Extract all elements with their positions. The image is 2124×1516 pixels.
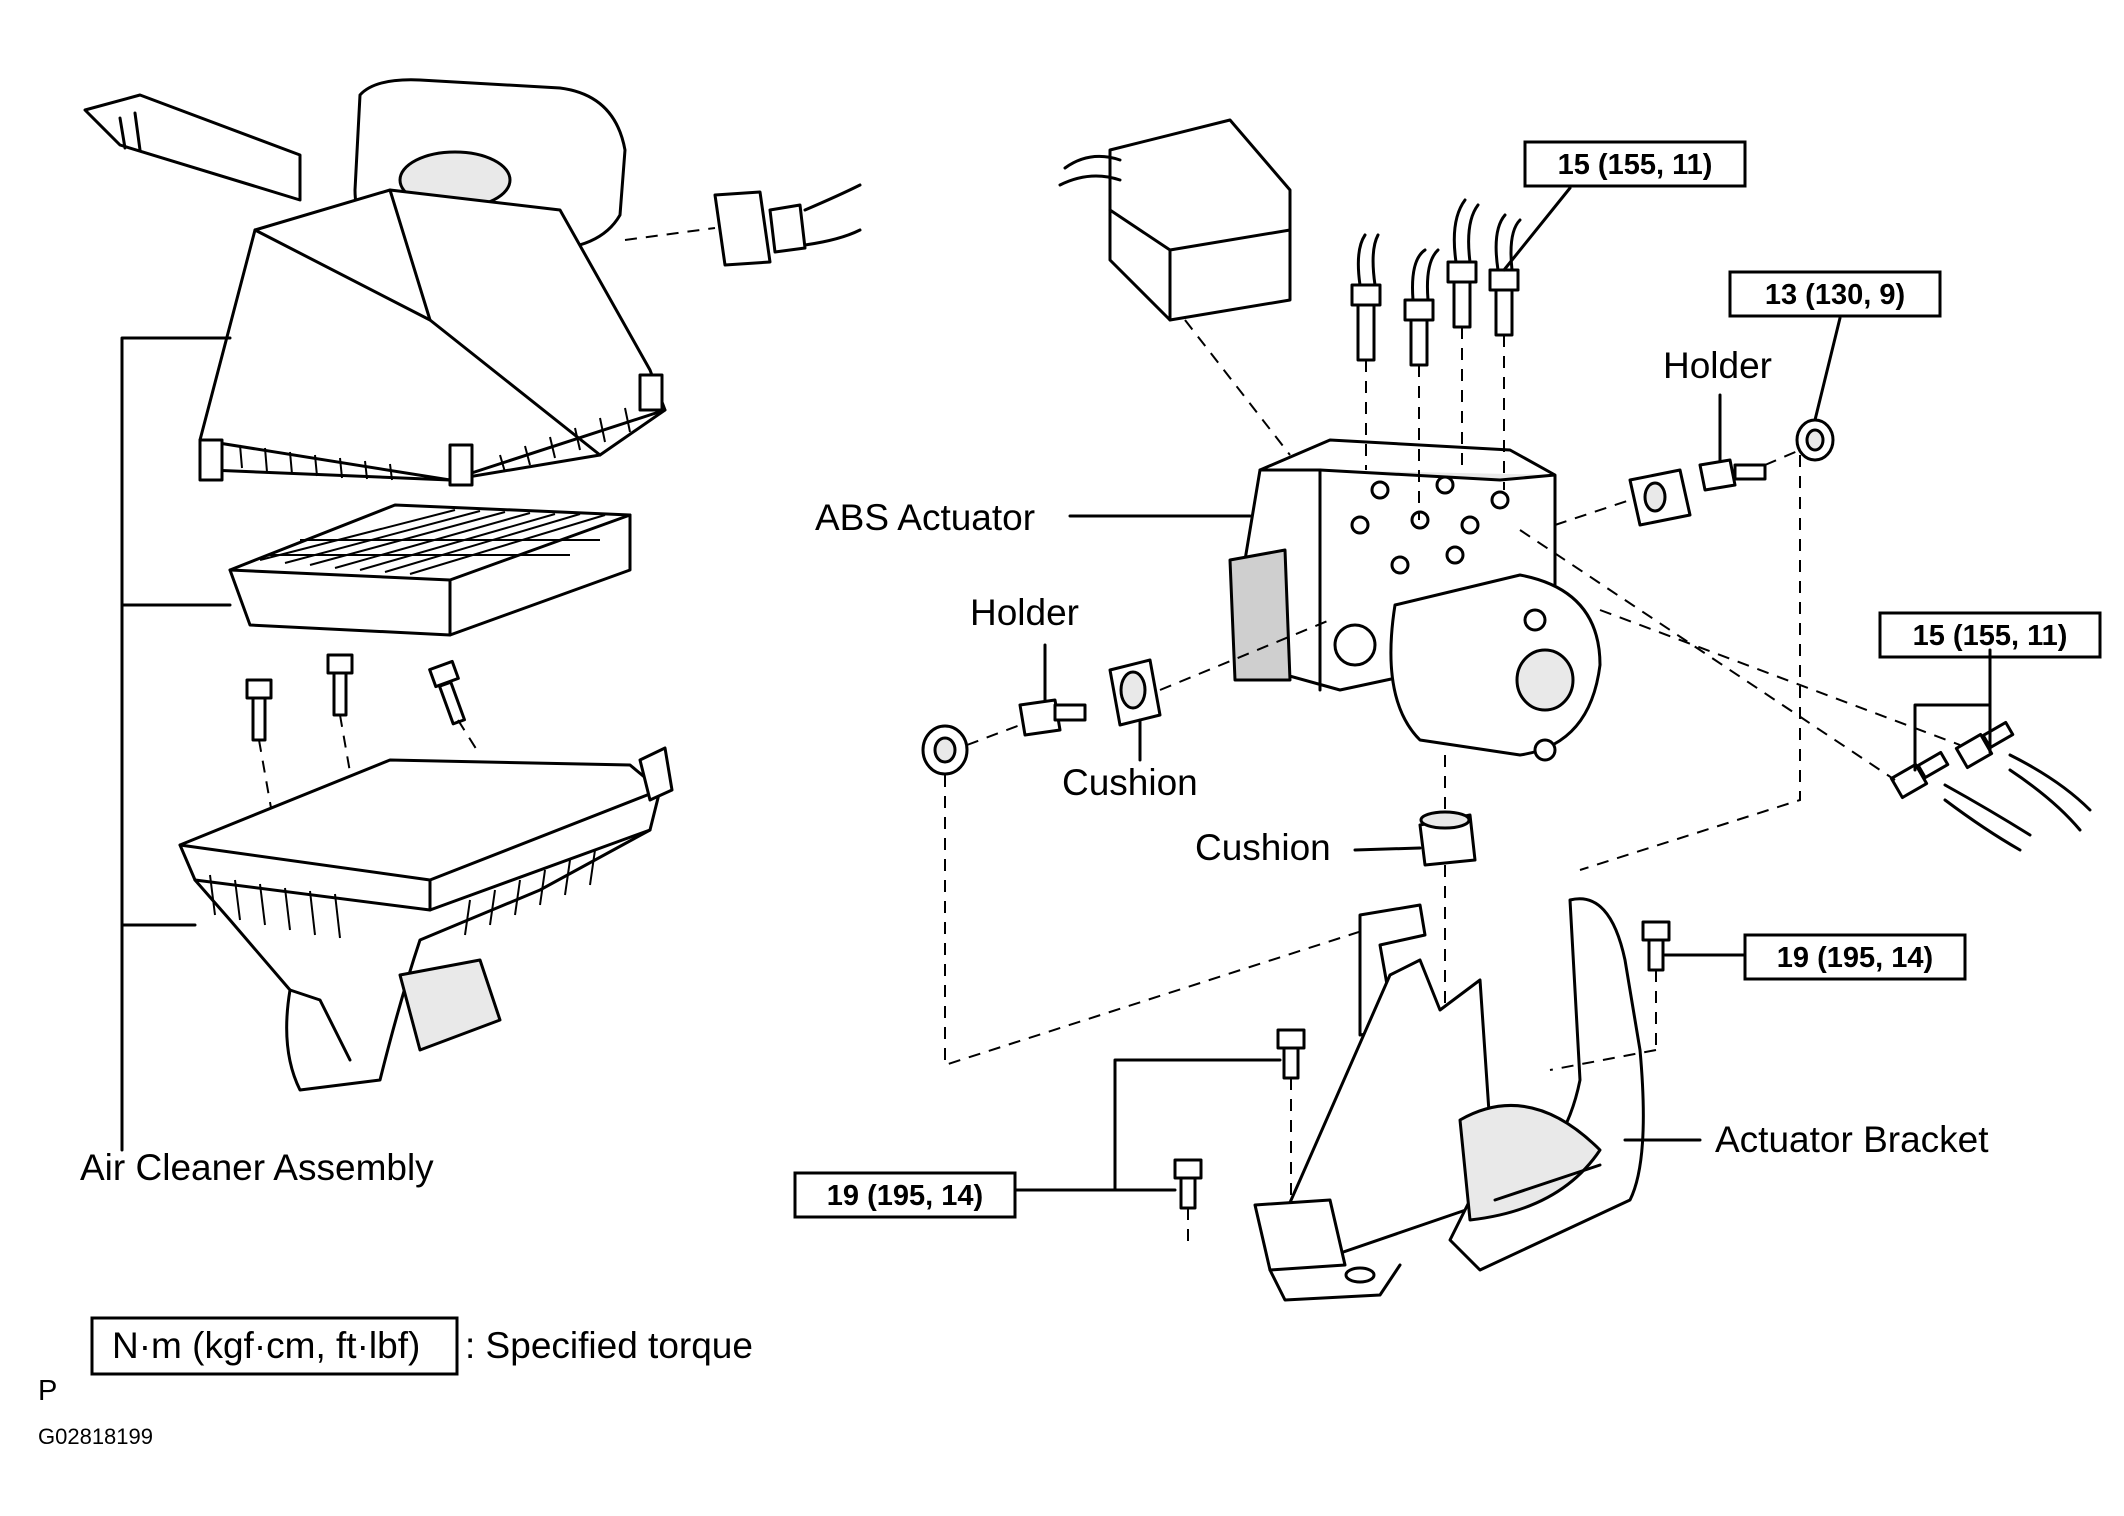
legend: N·m (kgf·cm, ft·lbf) : Specified torque (90, 1316, 753, 1376)
label-air-cleaner-assembly: Air Cleaner Assembly (80, 1147, 434, 1188)
label-cushion-bottom: Cushion (1195, 827, 1331, 868)
torque-boxes: 15 (155, 11) 13 (130, 9) 15 (155, 11) 19… (793, 140, 2102, 1219)
legend-description: : Specified torque (465, 1325, 753, 1366)
torque-bracket-bolts-left: 19 (195, 14) (827, 1180, 983, 1212)
diagram-labels: Air Cleaner Assembly ABS Actuator Holder… (80, 345, 1989, 1188)
torque-brake-lines-right: 15 (155, 11) (1913, 620, 2068, 652)
figure-code: G02818199 (38, 1424, 153, 1449)
label-holder-left: Holder (970, 592, 1079, 633)
label-actuator-bracket: Actuator Bracket (1715, 1119, 1989, 1160)
label-holder-right: Holder (1663, 345, 1772, 386)
torque-brake-lines-top: 15 (155, 11) (1558, 149, 1713, 181)
legend-unit: N·m (kgf·cm, ft·lbf) (112, 1325, 420, 1366)
air-cleaner-illustration (83, 78, 862, 1152)
label-abs-actuator: ABS Actuator (815, 497, 1035, 538)
abs-actuator-illustration (921, 118, 2092, 1302)
corner-letter: P (38, 1375, 57, 1407)
label-cushion-left: Cushion (1062, 762, 1198, 803)
torque-bracket-bolt-right: 19 (195, 14) (1777, 942, 1933, 974)
torque-holder-nut: 13 (130, 9) (1765, 279, 1905, 311)
